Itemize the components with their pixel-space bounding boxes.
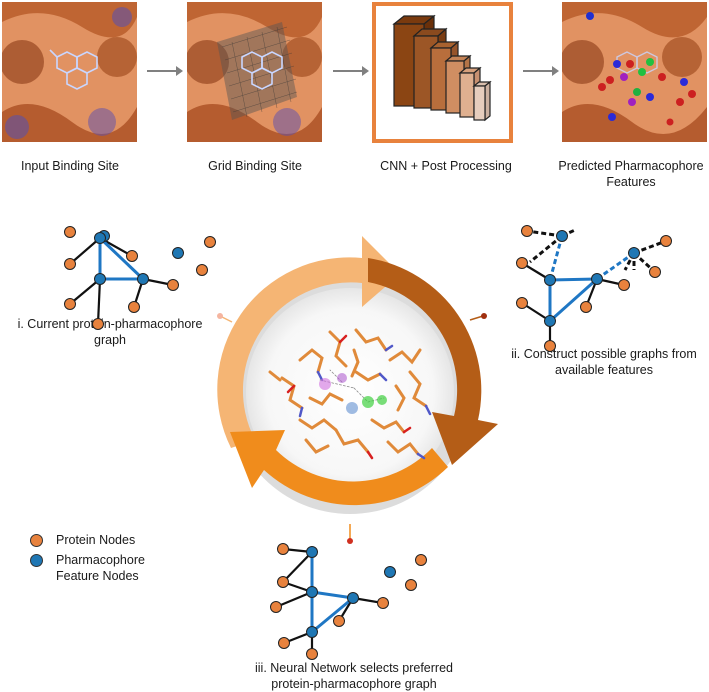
protein-node-swatch: [30, 534, 43, 547]
arrow-arc-dark: [368, 258, 498, 465]
caption-input-binding-site: Input Binding Site: [21, 159, 119, 173]
legend-protein-label: Protein Nodes: [56, 533, 136, 547]
caption-step-ii: ii. Construct possible graphs from avail…: [511, 347, 697, 377]
arrow-2: [333, 66, 369, 76]
input-binding-site-image: [2, 2, 137, 142]
caption-grid-binding-site: Grid Binding Site: [208, 159, 302, 173]
connector-ii: [469, 315, 484, 321]
caption-predicted-features: Predicted Pharmacophore Features: [558, 159, 704, 189]
arrow-arc-light: [217, 236, 400, 448]
pharma-node-swatch: [30, 554, 43, 567]
arrow-1: [147, 66, 183, 76]
caption-step-i: i. Current protein-pharmacophore graph: [17, 317, 203, 347]
inner-disk: [246, 288, 454, 496]
protein-structure: [268, 328, 432, 460]
caption-cnn: CNN + Post Processing: [380, 159, 512, 173]
legend-pharma-label: Pharmacophore Feature Nodes: [56, 553, 145, 583]
arrow-3: [523, 66, 559, 76]
arrow-arc-mid: [230, 430, 448, 506]
grid-binding-site-image: [187, 2, 322, 142]
connector-i: [221, 316, 233, 323]
caption-step-iii: iii. Neural Network selects preferred pr…: [255, 661, 453, 691]
predicted-pharmacophore-image: [562, 2, 707, 142]
cnn-diagram: [372, 2, 513, 143]
